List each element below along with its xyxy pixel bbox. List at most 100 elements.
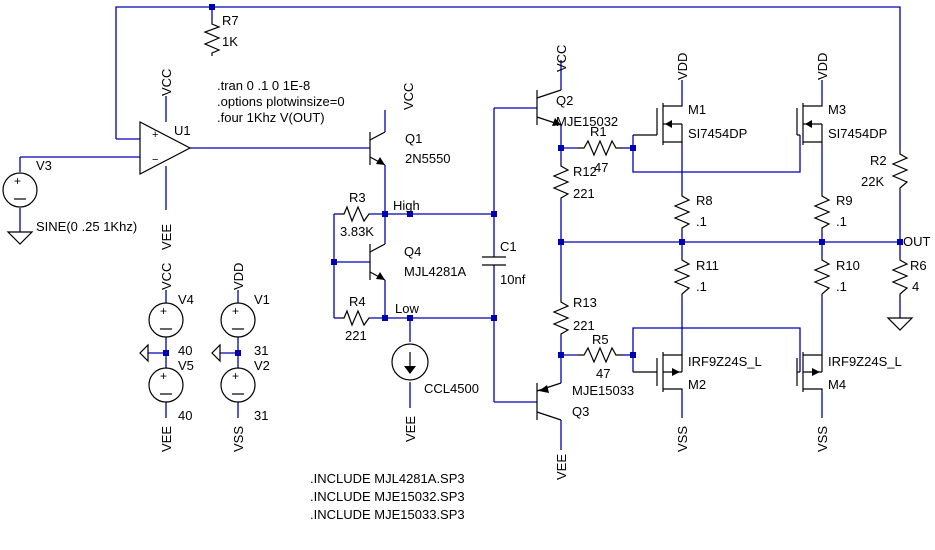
r6-name: R6	[910, 258, 927, 273]
resistor-r5: R5 47	[578, 332, 622, 381]
current-source: CCL4500 VEE	[391, 343, 479, 442]
q1-part: 2N5550	[405, 151, 451, 166]
directive-tran: .tran 0 .1 0 1E-8	[217, 78, 310, 93]
v3-plus-symbol: +	[14, 174, 21, 188]
resistor-r10: R10 .1	[813, 256, 860, 298]
resistor-r11: R11 .1	[673, 256, 719, 298]
r8-value: .1	[696, 214, 707, 229]
r9-value: .1	[836, 214, 847, 229]
include-mje15033: .INCLUDE MJE15033.SP3	[310, 507, 465, 522]
v2-value: 31	[254, 408, 268, 423]
v4-plus-symbol: +	[160, 304, 167, 318]
voltage-source-v1: VDD + V1 31	[220, 263, 270, 358]
include-mje15032: .INCLUDE MJE15032.SP3	[310, 489, 465, 504]
r2-name: R2	[870, 153, 887, 168]
q1-name: Q1	[405, 131, 422, 146]
r9-name: R9	[836, 193, 853, 208]
resistor-r13: R13 221	[552, 295, 597, 336]
r3-value: 3.83K	[340, 224, 374, 239]
m3-part: SI7454DP	[828, 126, 887, 141]
net-low-label: Low	[395, 301, 419, 316]
r4-value: 221	[345, 328, 367, 343]
voltage-source-v2: + V2 31 VSS	[220, 358, 270, 452]
opamp-minus-sign: −	[152, 154, 158, 166]
resistor-r1: R1 47	[578, 124, 622, 175]
mosfet-m4: IRF9Z24S_L M4 VSS	[796, 352, 902, 452]
r4-name: R4	[349, 294, 366, 309]
v1-name: V1	[254, 292, 270, 307]
opamp-plus-sign: +	[152, 129, 158, 141]
voltage-source-v4: VCC + V4 40	[148, 263, 194, 358]
v1-vdd-label: VDD	[231, 263, 246, 290]
v5-name: V5	[178, 358, 194, 373]
opamp-vcc-label: VCC	[159, 69, 174, 96]
junctions	[163, 4, 903, 358]
v4-name: V4	[178, 292, 194, 307]
r10-name: R10	[836, 258, 860, 273]
r11-name: R11	[696, 258, 719, 273]
r2-value: 22K	[861, 174, 884, 189]
m4-part: IRF9Z24S_L	[828, 354, 902, 369]
r13-value: 221	[573, 318, 595, 333]
r1-value: 47	[594, 160, 608, 175]
transistor-q4: Q4 MJL4281A	[369, 243, 466, 281]
r3-name: R3	[349, 190, 366, 205]
v3-value: SINE(0 .25 1Khz)	[36, 219, 137, 234]
current-source-value: CCL4500	[424, 381, 479, 396]
directive-four: .four 1Khz V(OUT)	[217, 110, 325, 125]
net-high-label: High	[393, 198, 420, 213]
q4-name: Q4	[404, 244, 421, 259]
opamp-u1: + − U1 VCC VEE	[139, 69, 192, 250]
m3-vdd-label: VDD	[815, 53, 830, 80]
q1-vcc-label: VCC	[401, 83, 416, 110]
v3-name: V3	[36, 158, 52, 173]
q4-part: MJL4281A	[404, 264, 466, 279]
m2-vss-label: VSS	[675, 426, 690, 452]
wires	[19, 6, 901, 450]
m3-name: M3	[828, 102, 846, 117]
m1-name: M1	[688, 102, 706, 117]
opamp-name: U1	[174, 123, 191, 138]
c1-value: 10nf	[500, 272, 526, 287]
transistor-q1: VCC Q1 2N5550	[369, 83, 451, 166]
r8-name: R8	[696, 193, 713, 208]
q2-name: Q2	[556, 93, 573, 108]
voltage-source-v3: + V3 SINE(0 .25 1Khz)	[2, 158, 137, 245]
m1-part: SI7454DP	[688, 126, 747, 141]
r6-value: 4	[912, 279, 919, 294]
transistor-q2: VCC Q2 MJE15032	[536, 45, 618, 129]
m4-name: M4	[828, 377, 846, 392]
v1-value: 31	[254, 343, 268, 358]
resistor-r8: R8 .1	[673, 192, 713, 232]
resistor-r4: R4 221	[340, 294, 370, 343]
q3-name: Q3	[572, 404, 589, 419]
spice-directives: .tran 0 .1 0 1E-8 .options plotwinsize=0…	[217, 78, 345, 125]
v2-vss-label: VSS	[231, 426, 246, 452]
voltage-source-v5: + V5 40 VEE	[148, 358, 194, 452]
r7-name: R7	[222, 13, 239, 28]
r12-name: R12	[573, 164, 597, 179]
v1-plus-symbol: +	[232, 304, 239, 318]
mosfet-m1: VDD M1 SI7454DP	[633, 53, 747, 145]
transistor-q3: MJE15033 Q3 VEE	[536, 382, 634, 480]
resistor-r3: R3 3.83K	[340, 190, 374, 239]
resistor-r9: R9 .1	[813, 192, 853, 232]
r13-name: R13	[573, 295, 597, 310]
r5-name: R5	[592, 332, 609, 347]
v2-name: V2	[254, 358, 270, 373]
resistor-r6: R6 4	[886, 256, 927, 331]
m4-vss-label: VSS	[815, 426, 830, 452]
resistor-r12: R12 221	[552, 162, 597, 201]
v4-value: 40	[178, 343, 192, 358]
ground-symbol	[211, 343, 221, 363]
net-out-label: OUT	[903, 234, 931, 249]
opamp-vee-label: VEE	[159, 224, 174, 250]
mosfet-m2: IRF9Z24S_L M2 VSS	[633, 352, 762, 452]
ground-symbol	[6, 231, 34, 245]
capacitor-c1: C1 10nf	[482, 239, 526, 287]
cs-vee-label: VEE	[403, 416, 418, 442]
v2-plus-symbol: +	[232, 369, 239, 383]
q3-part: MJE15033	[572, 383, 634, 398]
q2-vcc-label: VCC	[554, 45, 569, 72]
r10-value: .1	[836, 279, 847, 294]
